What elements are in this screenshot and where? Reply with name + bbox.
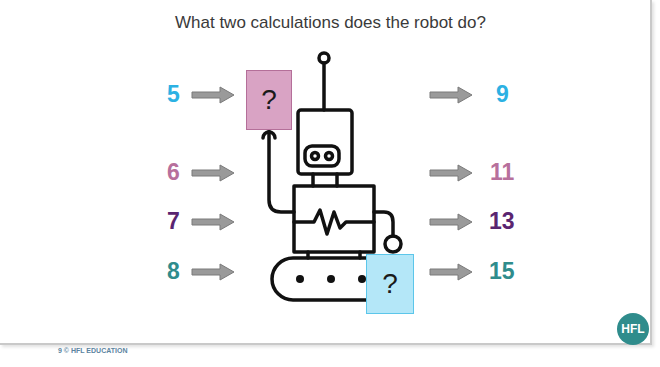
output-arrows [430, 87, 472, 280]
input-number: 7 [167, 209, 180, 234]
input-number: 8 [167, 259, 180, 284]
slide-title: What two calculations does the robot do? [175, 14, 486, 33]
input-arrows [192, 87, 234, 280]
input-number: 5 [167, 82, 180, 107]
mystery-operation-box: ? [366, 254, 414, 314]
logo-badge: HFL [617, 313, 649, 345]
output-number: 13 [489, 209, 515, 234]
tread-wheels [296, 275, 366, 283]
node-text: ? [382, 270, 398, 298]
output-number: 9 [496, 82, 509, 107]
footer-copyright: 9 © HFL EDUCATION [58, 347, 127, 355]
mystery-operation-box: ? [246, 70, 292, 130]
node-text: HFL [621, 323, 644, 335]
node-text: ? [261, 86, 277, 114]
output-number: 15 [489, 259, 515, 284]
input-number: 6 [167, 160, 180, 185]
output-number: 11 [490, 160, 514, 185]
